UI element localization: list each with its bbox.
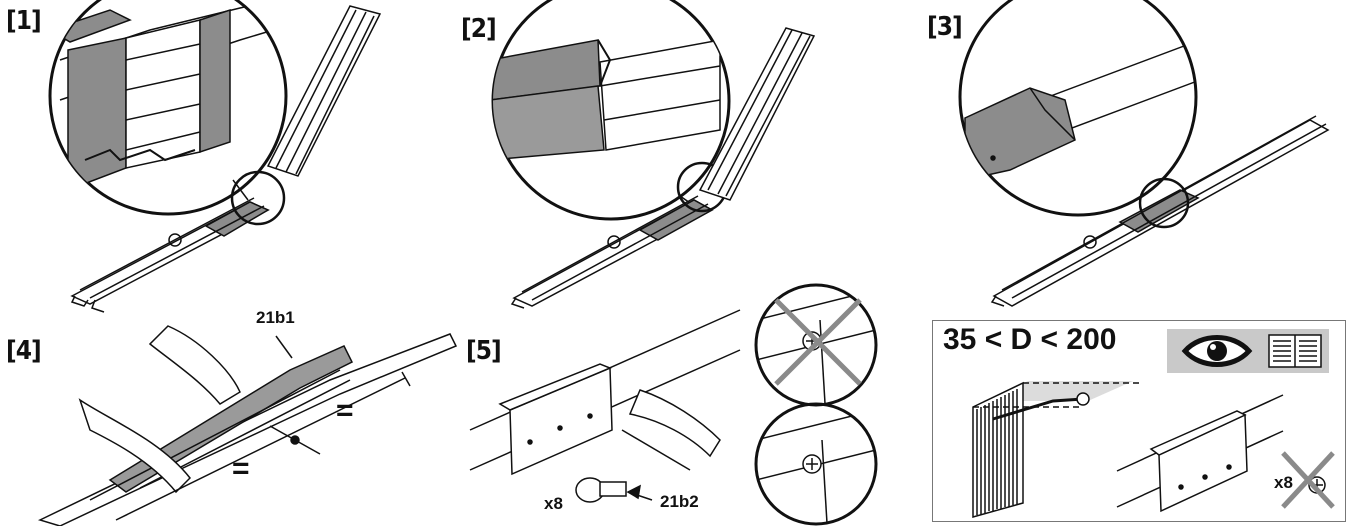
equal-sign-left: = xyxy=(232,452,250,485)
step-2-label: [2] xyxy=(461,14,497,44)
step-4-illustration xyxy=(37,325,458,526)
step-5-illustration xyxy=(469,283,878,526)
step-1-illustration xyxy=(48,0,382,313)
step-2-illustration xyxy=(491,0,816,309)
step-1-label: [1] xyxy=(6,6,42,36)
reference-icons xyxy=(1167,329,1329,373)
distance-range-formula: 35 < D < 200 xyxy=(943,323,1117,356)
step-3-label: [3] xyxy=(927,12,963,42)
eye-icon xyxy=(1181,335,1253,367)
part-label-21b1: 21b1 xyxy=(256,308,295,327)
step-6-illustration xyxy=(972,381,1335,518)
quantity-x8: x8 xyxy=(544,494,563,513)
equal-sign-right: = xyxy=(336,394,354,427)
step-3-illustration xyxy=(958,0,1330,307)
step-6-panel: 35 < D < 200 xyxy=(932,320,1346,522)
part-label-21b2: 21b2 xyxy=(660,492,699,511)
step-4-label: [4] xyxy=(6,336,42,366)
step-5-label: [5] xyxy=(466,336,502,366)
manual-book-icon xyxy=(1268,334,1322,368)
step-6-quantity-x8: x8 xyxy=(1274,473,1293,492)
